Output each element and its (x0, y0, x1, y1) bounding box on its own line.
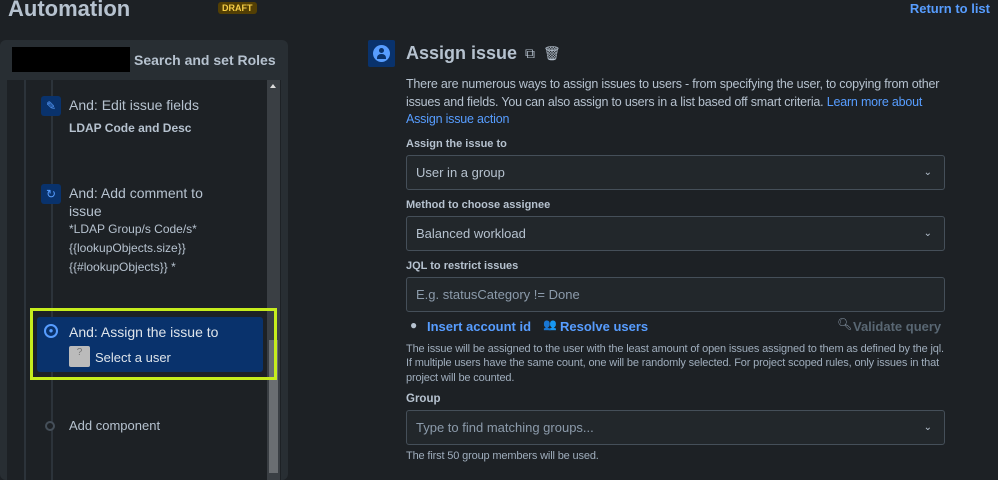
step-detail: LDAP Code and Desc (69, 121, 192, 135)
step-detail: {{#lookupObjects}} * (69, 260, 176, 274)
method-label: Method to choose assignee (406, 198, 551, 211)
group-placeholder: Type to find matching groups... (416, 420, 594, 435)
jql-placeholder: E.g. statusCategory != Done (416, 286, 580, 302)
chevron-down-icon: ⌄ (923, 227, 932, 239)
step-detail: {{lookupObjects.size}} (69, 241, 186, 255)
group-help-text: The first 50 group members will be used. (406, 450, 599, 462)
account-icon: ● (410, 317, 418, 332)
jql-label: JQL to restrict issues (406, 259, 519, 272)
group-select[interactable]: Type to find matching groups... ⌄ (406, 410, 945, 445)
scroll-up-icon[interactable] (270, 84, 276, 88)
step-title: issue (69, 203, 102, 219)
step-title: And: Edit issue fields (69, 97, 199, 113)
redacted-block (12, 47, 130, 72)
jql-actions: ● Insert account id 👥 Resolve users 🔍︎ V… (406, 317, 951, 339)
learn-more-link[interactable]: Learn more about Assign issue action (406, 94, 923, 127)
detail-header: Assign issue ⧉ 🗑 (406, 43, 561, 64)
step-detail: Select a user (95, 350, 171, 365)
pencil-icon: ✎ (41, 96, 61, 116)
detail-description: There are numerous ways to assign issues… (406, 77, 940, 127)
step-title: And: Add comment to (69, 185, 203, 201)
group-label: Group (406, 393, 441, 405)
copy-icon[interactable]: ⧉ (525, 45, 536, 61)
user-icon: ● (44, 324, 58, 338)
assign-select[interactable]: User in a group ⌄ (406, 154, 945, 190)
add-component-button[interactable]: Add component (69, 418, 161, 433)
assign-user-icon (368, 40, 395, 67)
assign-label: Assign the issue to (406, 137, 507, 150)
search-icon: 🔍︎ (837, 316, 853, 331)
timeline-line (51, 80, 53, 480)
jql-help-text: The issue will be assigned to the user w… (406, 342, 944, 384)
component-list (7, 80, 281, 480)
users-icon: 👥 (543, 318, 557, 331)
selected-highlight (30, 308, 277, 380)
detail-title: Assign issue (406, 43, 518, 63)
chevron-down-icon: ⌄ (923, 422, 932, 433)
step-title: And: Assign the issue to (69, 324, 219, 340)
timeline-dot-icon (45, 421, 55, 431)
return-to-list-link[interactable]: Return to list (909, 1, 990, 16)
page-title: Automation (8, 0, 131, 21)
assign-value: User in a group (416, 164, 505, 180)
draft-badge: DRAFT (218, 2, 257, 14)
validate-query-button[interactable]: Validate query (853, 318, 942, 334)
trash-icon[interactable]: 🗑 (543, 45, 561, 61)
chevron-down-icon: ⌄ (923, 166, 932, 178)
insert-account-id-link[interactable]: Insert account id (427, 318, 532, 334)
timeline-rail (24, 80, 26, 480)
method-value: Balanced workload (416, 225, 526, 241)
comment-icon: ↻ (41, 184, 61, 204)
jql-input[interactable]: E.g. statusCategory != Done (406, 276, 945, 312)
resolve-users-link[interactable]: Resolve users (560, 318, 649, 334)
detail-form: There are numerous ways to assign issues… (406, 76, 951, 464)
method-select[interactable]: Balanced workload ⌄ (406, 215, 945, 251)
step-detail: *LDAP Group/s Code/s* (69, 222, 197, 236)
avatar-placeholder-icon: ? (69, 346, 90, 367)
scrollbar-thumb[interactable] (269, 340, 278, 473)
